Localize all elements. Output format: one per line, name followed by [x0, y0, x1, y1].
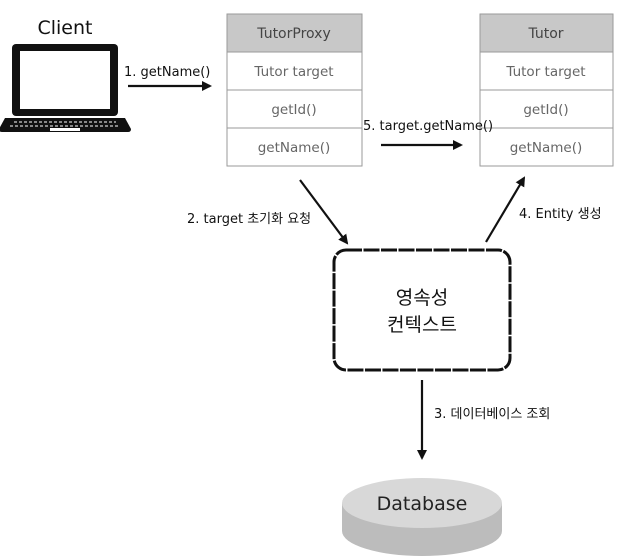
tutor-class-title: Tutor — [527, 26, 563, 42]
database-label: Database — [377, 493, 468, 515]
proxy-class-title: TutorProxy — [256, 26, 330, 42]
proxy-method-getid: getId() — [271, 102, 316, 118]
laptop-icon — [0, 44, 131, 132]
step-1-label: 1. getName() — [124, 65, 210, 80]
tutor-method-getid: getId() — [523, 102, 568, 118]
step-3-label: 3. 데이터베이스 조회 — [434, 407, 550, 422]
persistence-context-line2: 컨텍스트 — [387, 314, 457, 336]
database-cylinder-icon — [342, 478, 502, 556]
persistence-context-line1: 영속성 — [396, 287, 448, 309]
step-4-label: 4. Entity 생성 — [519, 207, 602, 222]
proxy-method-getname: getName() — [258, 140, 331, 156]
tutor-proxy-class: TutorProxy Tutor target getId() getName(… — [226, 13, 363, 167]
step-5-label: 5. target.getName() — [363, 119, 493, 134]
proxy-field-target: Tutor target — [253, 64, 333, 80]
arrow-step-4 — [485, 176, 526, 243]
persistence-context-box — [332, 248, 512, 372]
tutor-field-target: Tutor target — [505, 64, 585, 80]
client-label: Client — [37, 17, 92, 39]
step-2-label: 2. target 초기화 요청 — [187, 212, 311, 227]
arrow-step-2 — [299, 179, 349, 245]
tutor-method-getname: getName() — [510, 140, 583, 156]
tutor-class: Tutor Tutor target getId() getName() — [479, 13, 614, 167]
